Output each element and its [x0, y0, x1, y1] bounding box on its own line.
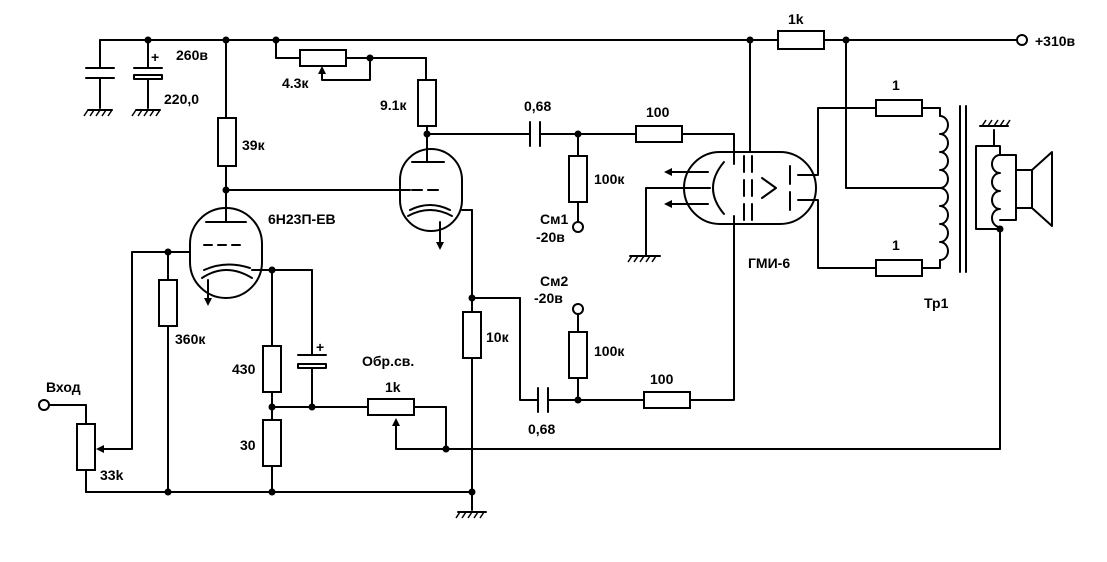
bias2-name: См2 [540, 273, 568, 289]
resistor-9-1k [417, 79, 437, 127]
triode-1 [189, 207, 263, 306]
svg-text:+: + [151, 49, 159, 65]
resistor-1k-supply-label: 1k [788, 11, 804, 27]
bias1-terminal [572, 221, 584, 233]
resistor-1-top-label: 1 [892, 77, 900, 93]
feedback-pot-label: 1k [385, 379, 401, 395]
capacitor-top-label: 0,68 [524, 98, 551, 114]
junction-dots [144, 36, 1004, 496]
resistor-430 [262, 345, 282, 393]
tube-6n23p-label: 6Н23П-ЕВ [268, 211, 336, 227]
capacitor-bottom-label: 0,68 [528, 421, 555, 437]
input-pot-label: 33k [100, 467, 124, 483]
resistor-39k-label: 39к [242, 137, 266, 153]
resistor-360k [158, 279, 178, 327]
resistor-10k-label: 10к [486, 329, 510, 345]
resistor-100k-bottom [568, 331, 588, 379]
feedback-potentiometer [367, 398, 415, 416]
resistor-360k-label: 360к [175, 331, 206, 347]
bias1-name: См1 [540, 211, 568, 227]
loudspeaker-icon [1015, 151, 1053, 227]
resistor-1k-supply [777, 30, 825, 50]
resistor-1-top [875, 99, 923, 117]
bias1-value: -20в [536, 229, 565, 245]
resistor-30 [262, 419, 282, 467]
filter-capacitor-electrolytic: + [131, 39, 163, 117]
resistor-1-bottom [875, 259, 923, 277]
filter-capacitor-1 [83, 39, 115, 117]
resistor-100-bottom-label: 100 [650, 371, 674, 387]
tube-gmi6-label: ГМИ-6 [748, 255, 790, 271]
resistor-100-bottom [643, 391, 691, 409]
resistor-100-top-label: 100 [646, 104, 670, 120]
gmi6-tube [664, 151, 817, 225]
svg-text:+: + [316, 339, 324, 355]
input-label: Вход [46, 379, 81, 395]
resistor-100k-bottom-label: 100к [594, 343, 625, 359]
resistor-100k-top [568, 155, 588, 203]
feedback-label: Обр.св. [362, 353, 414, 369]
resistor-39k [217, 117, 237, 167]
triode-2 [399, 148, 473, 250]
resistor-1-bottom-label: 1 [892, 237, 900, 253]
input-potentiometer-33k [76, 423, 96, 471]
transformer-label: Тр1 [924, 295, 949, 311]
resistor-430-label: 430 [232, 361, 256, 377]
resistor-9-1k-label: 9.1к [380, 97, 407, 113]
resistor-10k [462, 311, 482, 359]
supply-voltage-label: +310в [1035, 33, 1076, 49]
potentiometer-4-3k-label: 4.3к [282, 75, 309, 91]
bias2-value: -20в [534, 290, 563, 306]
supply-rail [99, 34, 1028, 46]
potentiometer-4-3k [275, 39, 427, 81]
resistor-100-top [635, 125, 683, 143]
supply-terminal [1016, 34, 1028, 46]
input-terminal [38, 399, 50, 411]
node-voltage-label: 260в [176, 47, 208, 63]
resistor-100k-top-label: 100к [594, 171, 625, 187]
resistor-30-label: 30 [240, 437, 256, 453]
filter-capacitor-label: 220,0 [164, 91, 199, 107]
bias2-terminal [572, 303, 584, 315]
